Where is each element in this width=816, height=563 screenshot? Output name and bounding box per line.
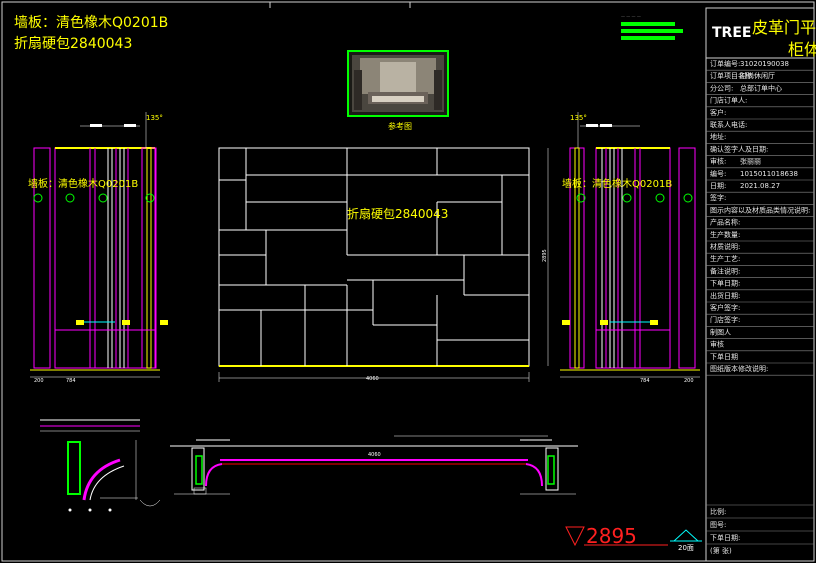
left-material-label: 墙板：清色橡木Q0201B bbox=[28, 177, 138, 190]
title-block-field-label: 签字: bbox=[710, 193, 726, 202]
left-dim-1: 200 bbox=[34, 378, 44, 384]
material-line-1: 墙板：清色橡木Q0201B bbox=[14, 14, 168, 31]
title-block-field-label: 确认签字人及日期: bbox=[710, 144, 768, 153]
title-block-bottom-label: 下单日期: bbox=[710, 533, 740, 542]
title-block-bottom-label: 比例: bbox=[710, 507, 726, 516]
title-block-field-value: 时尚休闲厅 bbox=[740, 71, 775, 80]
title-line-1: 皮革门平 bbox=[752, 18, 816, 37]
title-block-field-label: 产品名称: bbox=[710, 218, 740, 227]
brand-logo: TREE bbox=[712, 25, 751, 41]
title-block-bottom-label: (第 张) bbox=[710, 546, 732, 555]
reference-image bbox=[347, 50, 449, 117]
title-block-bottom-label: 图号: bbox=[710, 521, 726, 529]
title-block-field-label: 备注说明: bbox=[710, 266, 740, 275]
title-block-field-label: 客户: bbox=[710, 108, 726, 117]
svg-text:— — — —: — — — — bbox=[621, 14, 641, 19]
title-block-field-label: 制图人 bbox=[710, 327, 731, 336]
center-elevation bbox=[218, 147, 549, 382]
plan-width-dim: 4060 bbox=[368, 452, 381, 458]
right-dim-2: 200 bbox=[684, 378, 694, 384]
title-block-field-label: 门店签字: bbox=[710, 315, 740, 324]
title-block-field-label: 分公司: bbox=[710, 83, 733, 92]
right-angle: 135° bbox=[570, 114, 587, 122]
title-block-field-label: 下单日期 bbox=[710, 352, 738, 361]
overall-width-dim: 4060 bbox=[366, 376, 379, 382]
title-block-field-label: 审核: bbox=[710, 157, 726, 166]
legend-bars: — — — — bbox=[621, 14, 683, 40]
level-marker bbox=[565, 526, 668, 547]
title-block-field-label: 客户签字: bbox=[710, 303, 740, 312]
title-block-field-label: 联系人电话: bbox=[710, 120, 747, 129]
title-block-field-label: 订单项目名称: bbox=[710, 71, 754, 80]
title-block-field-value: 2021.08.27 bbox=[740, 182, 780, 190]
level-value: 2895 bbox=[586, 524, 637, 548]
sheet-ref-label: 20面 bbox=[678, 544, 694, 552]
title-block-field-label: 审核 bbox=[710, 340, 724, 349]
title-block-field-value: 1015011018638 bbox=[740, 170, 798, 178]
left-dim-2: 784 bbox=[66, 378, 76, 384]
title-block-field-value: 张丽丽 bbox=[740, 157, 761, 166]
title-line-2: 柜体 bbox=[788, 40, 816, 59]
material-line-2: 折扇硬包2840043 bbox=[14, 36, 132, 52]
title-block-field-label: 编号: bbox=[710, 169, 726, 178]
title-block-field-label: 图示内容以及材质品类情况说明: bbox=[710, 205, 810, 214]
title-block-field-value: 总部订单中心 bbox=[740, 83, 782, 92]
title-block-field-label: 生产工艺: bbox=[710, 254, 740, 263]
title-block-field-value: 31020190038 bbox=[740, 60, 789, 68]
left-elevation bbox=[30, 112, 168, 378]
right-elevation bbox=[560, 112, 700, 378]
corner-detail bbox=[40, 419, 161, 512]
title-block-field-label: 生产数量: bbox=[710, 230, 740, 239]
title-block-field-label: 日期: bbox=[710, 182, 726, 190]
title-block-field-label: 地址: bbox=[710, 132, 726, 141]
height-dim: 2895 bbox=[542, 249, 548, 262]
title-block-field-label: 材质说明: bbox=[710, 242, 740, 251]
center-material-label: 折扇硬包2840043 bbox=[347, 206, 448, 221]
title-block-field-label: 出货日期: bbox=[710, 291, 740, 300]
title-block-field-label: 图纸版本修改说明: bbox=[710, 364, 768, 373]
left-angle: 135° bbox=[146, 114, 163, 122]
right-dim-1: 784 bbox=[640, 378, 650, 384]
right-material-label: 墙板：清色橡木Q0201B bbox=[562, 177, 672, 190]
title-block-field-label: 下单日期: bbox=[710, 279, 740, 288]
title-block-field-label: 订单编号: bbox=[710, 59, 740, 68]
plan-section bbox=[170, 435, 578, 495]
sheet-ref-marker bbox=[670, 529, 702, 542]
title-block-field-label: 门店订单人: bbox=[710, 96, 747, 105]
reference-caption: 参考图 bbox=[388, 121, 412, 131]
